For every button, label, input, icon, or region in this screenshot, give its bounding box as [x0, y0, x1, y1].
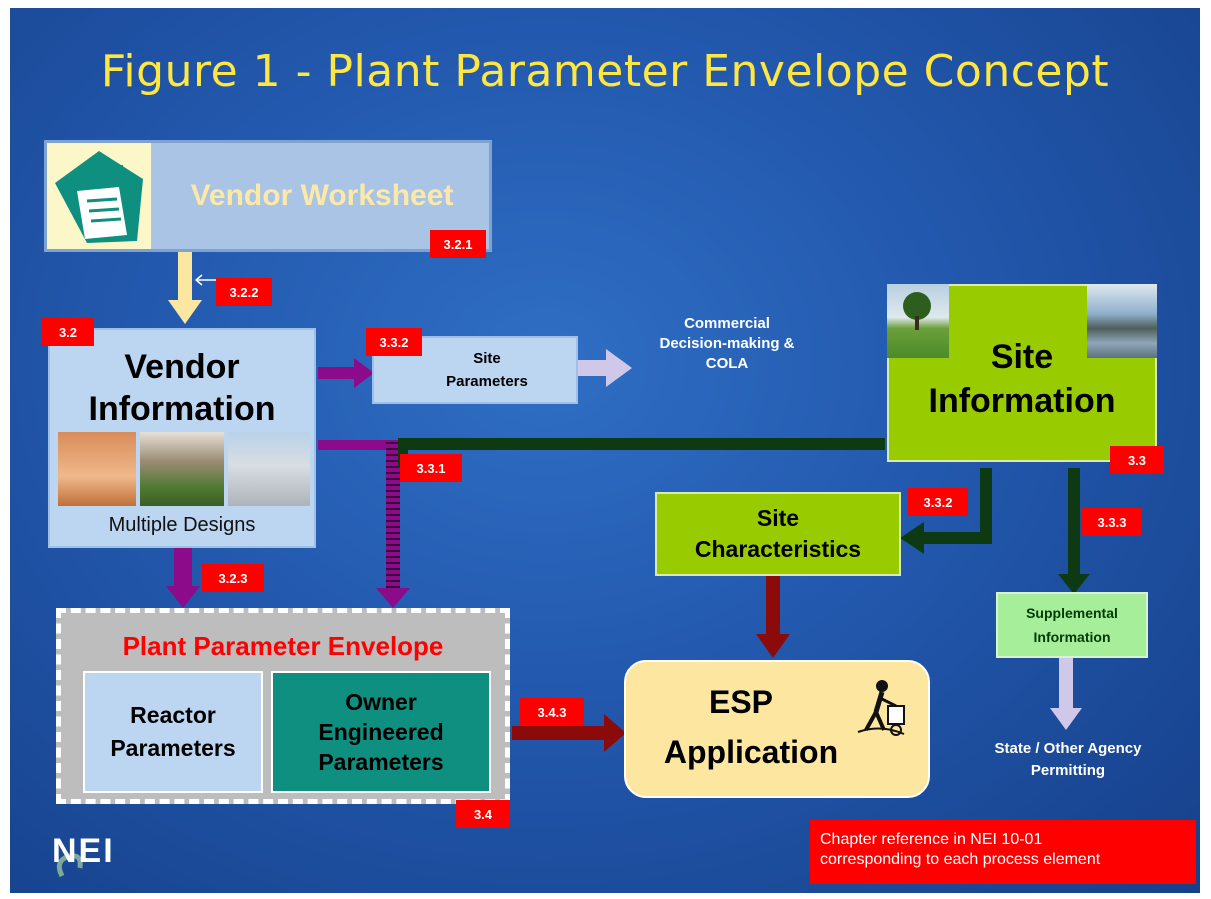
arrow-ppe-to-esp [512, 714, 626, 752]
state-line1: State / Other Agency [994, 740, 1142, 757]
tree-photo [887, 284, 949, 358]
esp-application-box: ESP Application [624, 660, 930, 798]
ref-badge-321: 3.2.1 [430, 230, 486, 258]
reactor-photo-1 [58, 432, 136, 506]
ref-badge-343: 3.4.3 [520, 698, 584, 726]
supplemental-box: Supplemental Information [996, 592, 1148, 658]
commercial-line3: COLA [705, 355, 749, 372]
ppe-box: Plant Parameter Envelope Reactor Paramet… [56, 608, 510, 804]
site-char-line1: Site [756, 505, 800, 531]
arrow-vendor-down-to-ppe [166, 548, 200, 608]
arrow-worksheet-to-vendor [168, 252, 202, 324]
river-photo [1087, 284, 1157, 358]
nei-logo-text: NEI [52, 832, 115, 870]
arrow-site-params-to-commercial [578, 349, 632, 387]
supplemental-line1: Supplemental [1026, 605, 1118, 621]
arrow-vendor-to-ppe [318, 440, 410, 608]
arrow-vendor-to-site-params [318, 358, 374, 388]
site-information-box: Site Information [887, 284, 1157, 462]
vendor-information-box: Vendor Information Multiple Designs [48, 328, 316, 548]
vendor-info-caption: Multiple Designs [108, 514, 256, 536]
site-params-line2: Parameters [446, 373, 528, 390]
supplemental-line2: Information [1033, 629, 1111, 645]
reactor-line2: Parameters [110, 735, 236, 761]
reactor-photo-2 [140, 432, 224, 506]
ref-badge-332-b: 3.3.2 [908, 488, 968, 516]
site-characteristics-box: Site Characteristics [655, 492, 901, 576]
ref-badge-332: 3.3.2 [366, 328, 422, 356]
reactor-parameters-box: Reactor Parameters [83, 671, 263, 793]
site-char-line2: Characteristics [694, 536, 862, 562]
ref-badge-333: 3.3.3 [1082, 508, 1142, 536]
vendor-info-line2: Information [88, 390, 276, 428]
connector-layer [166, 252, 1090, 752]
worker-icon [852, 676, 908, 738]
commercial-text: Commercial Decision-making & COLA [636, 314, 818, 374]
site-info-line1: Site [990, 338, 1054, 376]
arrow-site-info-to-supplemental [1058, 468, 1090, 594]
page-title: Figure 1 - Plant Parameter Envelope Conc… [100, 46, 1110, 97]
state-permitting-text: State / Other Agency Permitting [960, 738, 1176, 782]
nei-logo: NEI [40, 830, 150, 886]
reactor-line1: Reactor [130, 702, 216, 728]
arrow-site-char-to-esp [756, 576, 790, 658]
ppe-title: Plant Parameter Envelope [122, 631, 444, 661]
legend-line2: corresponding to each process element [820, 851, 1101, 868]
vendor-info-line1: Vendor [124, 348, 240, 386]
commercial-line2: Decision-making & [659, 335, 795, 352]
arrow-site-info-to-site-char [900, 468, 992, 554]
legend-line1: Chapter reference in NEI 10-01 [820, 831, 1043, 848]
vendor-worksheet-box: Vendor Worksheet [44, 140, 492, 252]
site-info-line2: Information [928, 382, 1116, 420]
ref-badge-331: 3.3.1 [400, 454, 462, 482]
owner-line2: Engineered [318, 719, 444, 745]
reactor-photo-3 [228, 432, 310, 506]
slide: Figure 1 - Plant Parameter Envelope Conc… [10, 8, 1200, 893]
ref-badge-32: 3.2 [42, 318, 94, 346]
esp-line1: ESP [708, 684, 774, 720]
ref-badge-323: 3.2.3 [202, 564, 264, 592]
ref-badge-34: 3.4 [456, 800, 510, 828]
arrow-supplemental-to-state [1050, 658, 1082, 730]
ref-badge-33: 3.3 [1110, 446, 1164, 474]
legend-box: Chapter reference in NEI 10-01 correspon… [810, 820, 1196, 884]
state-line2: Permitting [1030, 762, 1106, 779]
owner-line3: Parameters [318, 749, 444, 775]
ref-badge-322: 3.2.2 [216, 278, 272, 306]
esp-line2: Application [663, 734, 839, 770]
owner-line1: Owner [345, 689, 417, 715]
owner-engineered-box: Owner Engineered Parameters [271, 671, 491, 793]
worksheet-icon [47, 143, 151, 249]
arrow-site-info-line [398, 438, 885, 468]
pointer-322 [194, 274, 216, 286]
site-params-line1: Site [473, 350, 501, 367]
commercial-line1: Commercial [684, 315, 770, 332]
vendor-worksheet-label: Vendor Worksheet [190, 179, 454, 212]
